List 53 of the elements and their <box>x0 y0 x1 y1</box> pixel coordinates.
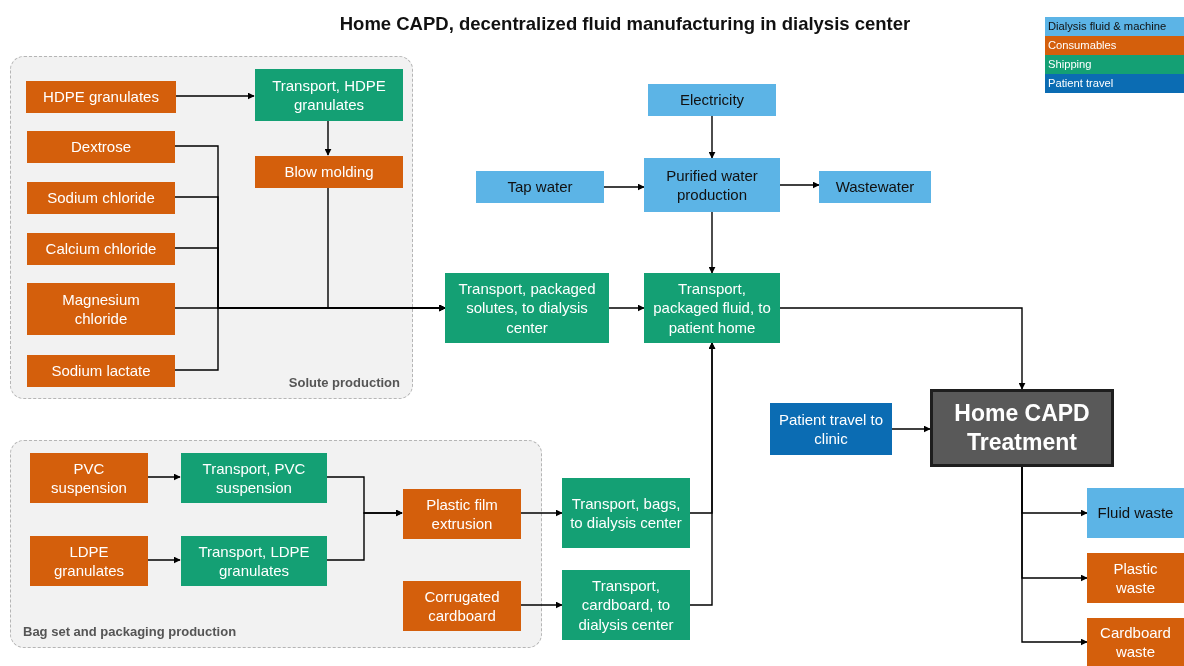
arrow <box>779 181 820 189</box>
group-label: Bag set and packaging production <box>23 624 237 639</box>
process-box: Purified water production <box>644 158 780 212</box>
process-box: Transport, LDPE granulates <box>181 536 327 586</box>
legend-item: Consumables <box>1045 36 1184 55</box>
process-box: Transport, packaged solutes, to dialysis center <box>445 273 609 343</box>
legend-item: Patient travel <box>1045 74 1184 93</box>
arrow <box>325 509 403 561</box>
process-box: Patient travel to clinic <box>770 403 892 455</box>
arrow <box>608 304 645 312</box>
process-box: Blow molding <box>255 156 403 188</box>
process-box: Fluid waste <box>1087 488 1184 538</box>
treatment-box: Home CAPD Treatment <box>930 389 1114 467</box>
arrow <box>1021 466 1088 646</box>
process-box: Plastic film extrusion <box>403 489 521 539</box>
group-panel <box>10 56 413 399</box>
arrow <box>324 119 332 156</box>
process-box: PVC suspension <box>30 453 148 503</box>
legend-item: Dialysis fluid & machine <box>1045 17 1184 36</box>
diagram-title: Home CAPD, decentralized fluid manufacturing in dialysis center <box>338 13 912 35</box>
process-box: Tap water <box>476 171 604 203</box>
process-box: Sodium chloride <box>27 182 175 214</box>
arrow <box>519 601 563 609</box>
arrow <box>779 307 1026 390</box>
group-label: Solute production <box>288 375 400 390</box>
process-box: Electricity <box>648 84 776 116</box>
arrow <box>146 473 181 481</box>
process-box: Transport, PVC suspension <box>181 453 327 503</box>
arrow <box>146 556 181 564</box>
group-panel <box>10 440 542 648</box>
arrow <box>519 509 563 517</box>
arrow <box>603 183 645 191</box>
process-box: Transport, packaged fluid, to patient home <box>644 273 780 343</box>
process-box: Transport, bags, to dialysis center <box>562 478 690 548</box>
arrow <box>891 425 931 433</box>
process-box: HDPE granulates <box>26 81 176 113</box>
process-box: Magnesium chloride <box>27 283 175 335</box>
arrow <box>689 342 716 606</box>
arrow <box>174 92 255 100</box>
process-box: Transport, HDPE granulates <box>255 69 403 121</box>
process-box: Transport, cardboard, to dialysis center <box>562 570 690 640</box>
arrow <box>708 115 716 159</box>
process-box: Cardboard waste <box>1087 618 1184 666</box>
process-box: Dextrose <box>27 131 175 163</box>
process-box: Calcium chloride <box>27 233 175 265</box>
process-box: Plastic waste <box>1087 553 1184 603</box>
arrow <box>708 211 716 274</box>
process-box: Wastewater <box>819 171 931 203</box>
process-box: Corrugated cardboard <box>403 581 521 631</box>
process-box: Sodium lactate <box>27 355 175 387</box>
process-box: LDPE granulates <box>30 536 148 586</box>
arrow <box>327 186 446 312</box>
legend-item: Shipping <box>1045 55 1184 74</box>
